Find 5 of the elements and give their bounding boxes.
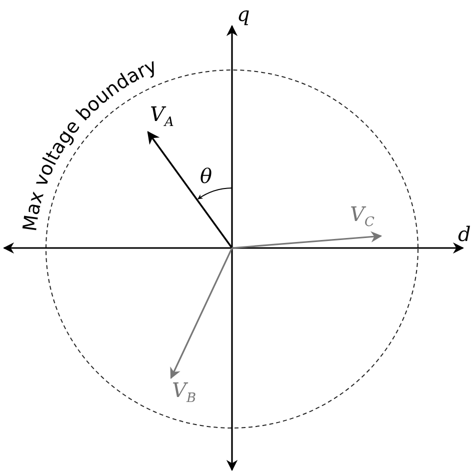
axis-label: q: [237, 4, 250, 24]
phasor-label: V$_{B}$: [172, 380, 196, 405]
axis-label: d: [458, 224, 471, 244]
angle-label: θ: [200, 166, 212, 186]
phasor-label: V$_{C}$: [350, 204, 374, 229]
